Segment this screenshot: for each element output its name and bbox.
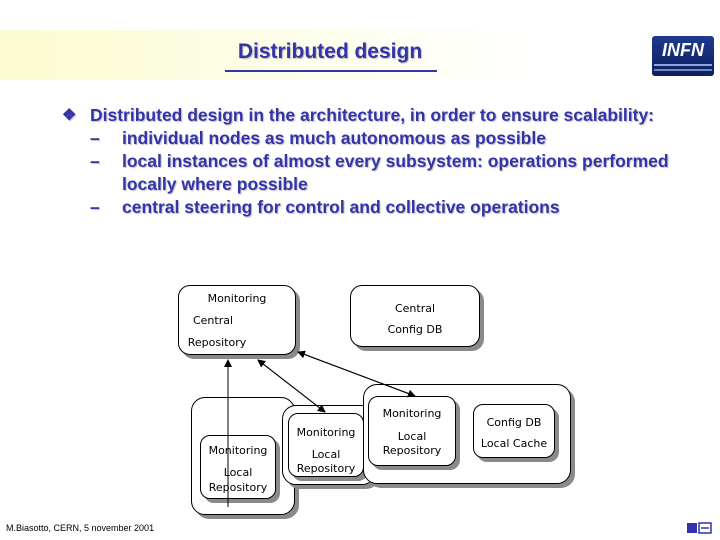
dash-icon: – bbox=[90, 151, 100, 171]
box-label: Config DB bbox=[387, 323, 443, 336]
sub-bullet-text: central steering for control and collect… bbox=[122, 197, 560, 217]
box-label: Central bbox=[192, 314, 234, 327]
logo-stripe bbox=[654, 64, 712, 66]
sub-bullet: – local instances of almost every subsys… bbox=[62, 150, 702, 196]
node3-config-cache-box: Config DB Local Cache bbox=[473, 404, 555, 458]
bullet-main-text: Distributed design in the architecture, … bbox=[90, 105, 655, 125]
box-label: Repository bbox=[187, 336, 247, 349]
slide-nav-icon[interactable] bbox=[686, 521, 712, 535]
box-label: Local bbox=[311, 448, 341, 461]
bullet-main: ❖ Distributed design in the architecture… bbox=[62, 104, 702, 127]
arrow-node2-to-central bbox=[257, 359, 326, 413]
sub-bullet-text: local instances of almost every subsyste… bbox=[122, 151, 669, 194]
slide-title: Distributed design bbox=[237, 40, 423, 63]
box-label: Repository bbox=[208, 481, 268, 494]
sub-bullet-text: individual nodes as much autonomous as p… bbox=[122, 128, 546, 148]
dash-icon: – bbox=[90, 128, 100, 148]
box-label: Monitoring bbox=[208, 444, 268, 457]
box-label: Monitoring bbox=[382, 407, 442, 420]
infn-logo: INFN bbox=[652, 36, 714, 76]
bullet-list: ❖ Distributed design in the architecture… bbox=[62, 104, 702, 219]
central-repository-box: Monitoring Central Repository bbox=[178, 285, 296, 355]
diamond-bullet-icon: ❖ bbox=[62, 107, 77, 124]
box-label: Monitoring bbox=[207, 292, 267, 305]
logo-stripe bbox=[654, 69, 712, 71]
box-label: Monitoring bbox=[296, 426, 356, 439]
box-label: Config DB bbox=[486, 416, 542, 429]
box-label: Repository bbox=[382, 444, 442, 457]
box-label: Local bbox=[397, 430, 427, 443]
arrow-node3-to-central bbox=[297, 350, 416, 397]
node1-repository-box: Monitoring Local Repository bbox=[200, 435, 276, 499]
footer-credit: M.Biasotto, CERN, 5 november 2001 bbox=[6, 523, 155, 533]
central-config-db-box: Central Config DB bbox=[350, 285, 480, 347]
box-label: Local Cache bbox=[480, 437, 548, 450]
node2-repository-box: Monitoring Local Repository bbox=[288, 413, 364, 477]
title-underline bbox=[225, 70, 437, 72]
node3-repository-box: Monitoring Local Repository bbox=[368, 396, 456, 466]
box-label: Repository bbox=[296, 462, 356, 475]
box-label: Local bbox=[223, 466, 253, 479]
logo-text: INFN bbox=[662, 40, 704, 60]
sub-bullet: – central steering for control and colle… bbox=[62, 196, 702, 219]
box-label: Central bbox=[394, 302, 436, 315]
sub-bullet: – individual nodes as much autonomous as… bbox=[62, 127, 702, 150]
dash-icon: – bbox=[90, 197, 100, 217]
